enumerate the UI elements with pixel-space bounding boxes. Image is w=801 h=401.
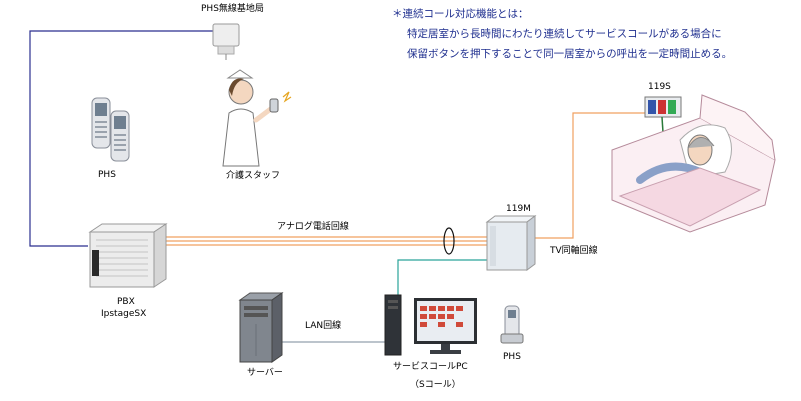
phs-charger-icon	[500, 305, 524, 344]
phs-left-label: PHS	[98, 170, 116, 180]
unit-119s-label: 119S	[648, 82, 671, 92]
pbx-base-station-link	[29, 30, 219, 247]
analog-phone-line	[163, 236, 487, 246]
s-call-label: （Sコール）	[410, 380, 461, 390]
server-icon	[238, 292, 284, 363]
care-staff-icon	[222, 69, 292, 167]
tv-coax-line	[527, 112, 645, 239]
line-bundle-marker	[443, 227, 455, 255]
server-label: サーバー	[247, 368, 283, 378]
service-call-pc-icon	[384, 294, 477, 356]
note-line-1: 特定居室から長時間にわたり連続してサービスコールがある場合に	[407, 28, 722, 40]
service-call-pc-label: サービスコールPC	[393, 362, 468, 372]
pbx-icon	[88, 223, 168, 288]
note-line-2: 保留ボタンを押下することで同一居室からの呼出を一定時間止める。	[407, 48, 733, 60]
pc-to-119m-link	[397, 259, 487, 295]
phs-right-label: PHS	[503, 352, 521, 362]
phs-base-station-icon	[212, 23, 240, 60]
pbx-model-label: IpstageSX	[101, 309, 147, 319]
pbx-label: PBX	[117, 297, 135, 307]
unit-119m-label: 119M	[506, 204, 531, 214]
phs-handset-icon	[91, 97, 130, 162]
lan-line-label: LAN回線	[305, 321, 342, 331]
tv-line-label: TV同軸回線	[550, 246, 598, 256]
unit-119m-icon	[485, 215, 537, 271]
analog-line-label: アナログ電話回線	[277, 222, 349, 232]
base-station-label: PHS無線基地局	[201, 4, 264, 14]
note-title: ＊連続コール対応機能とは：	[392, 8, 529, 20]
patient-bed-icon	[611, 94, 776, 233]
care-staff-label: 介護スタッフ	[226, 171, 281, 181]
